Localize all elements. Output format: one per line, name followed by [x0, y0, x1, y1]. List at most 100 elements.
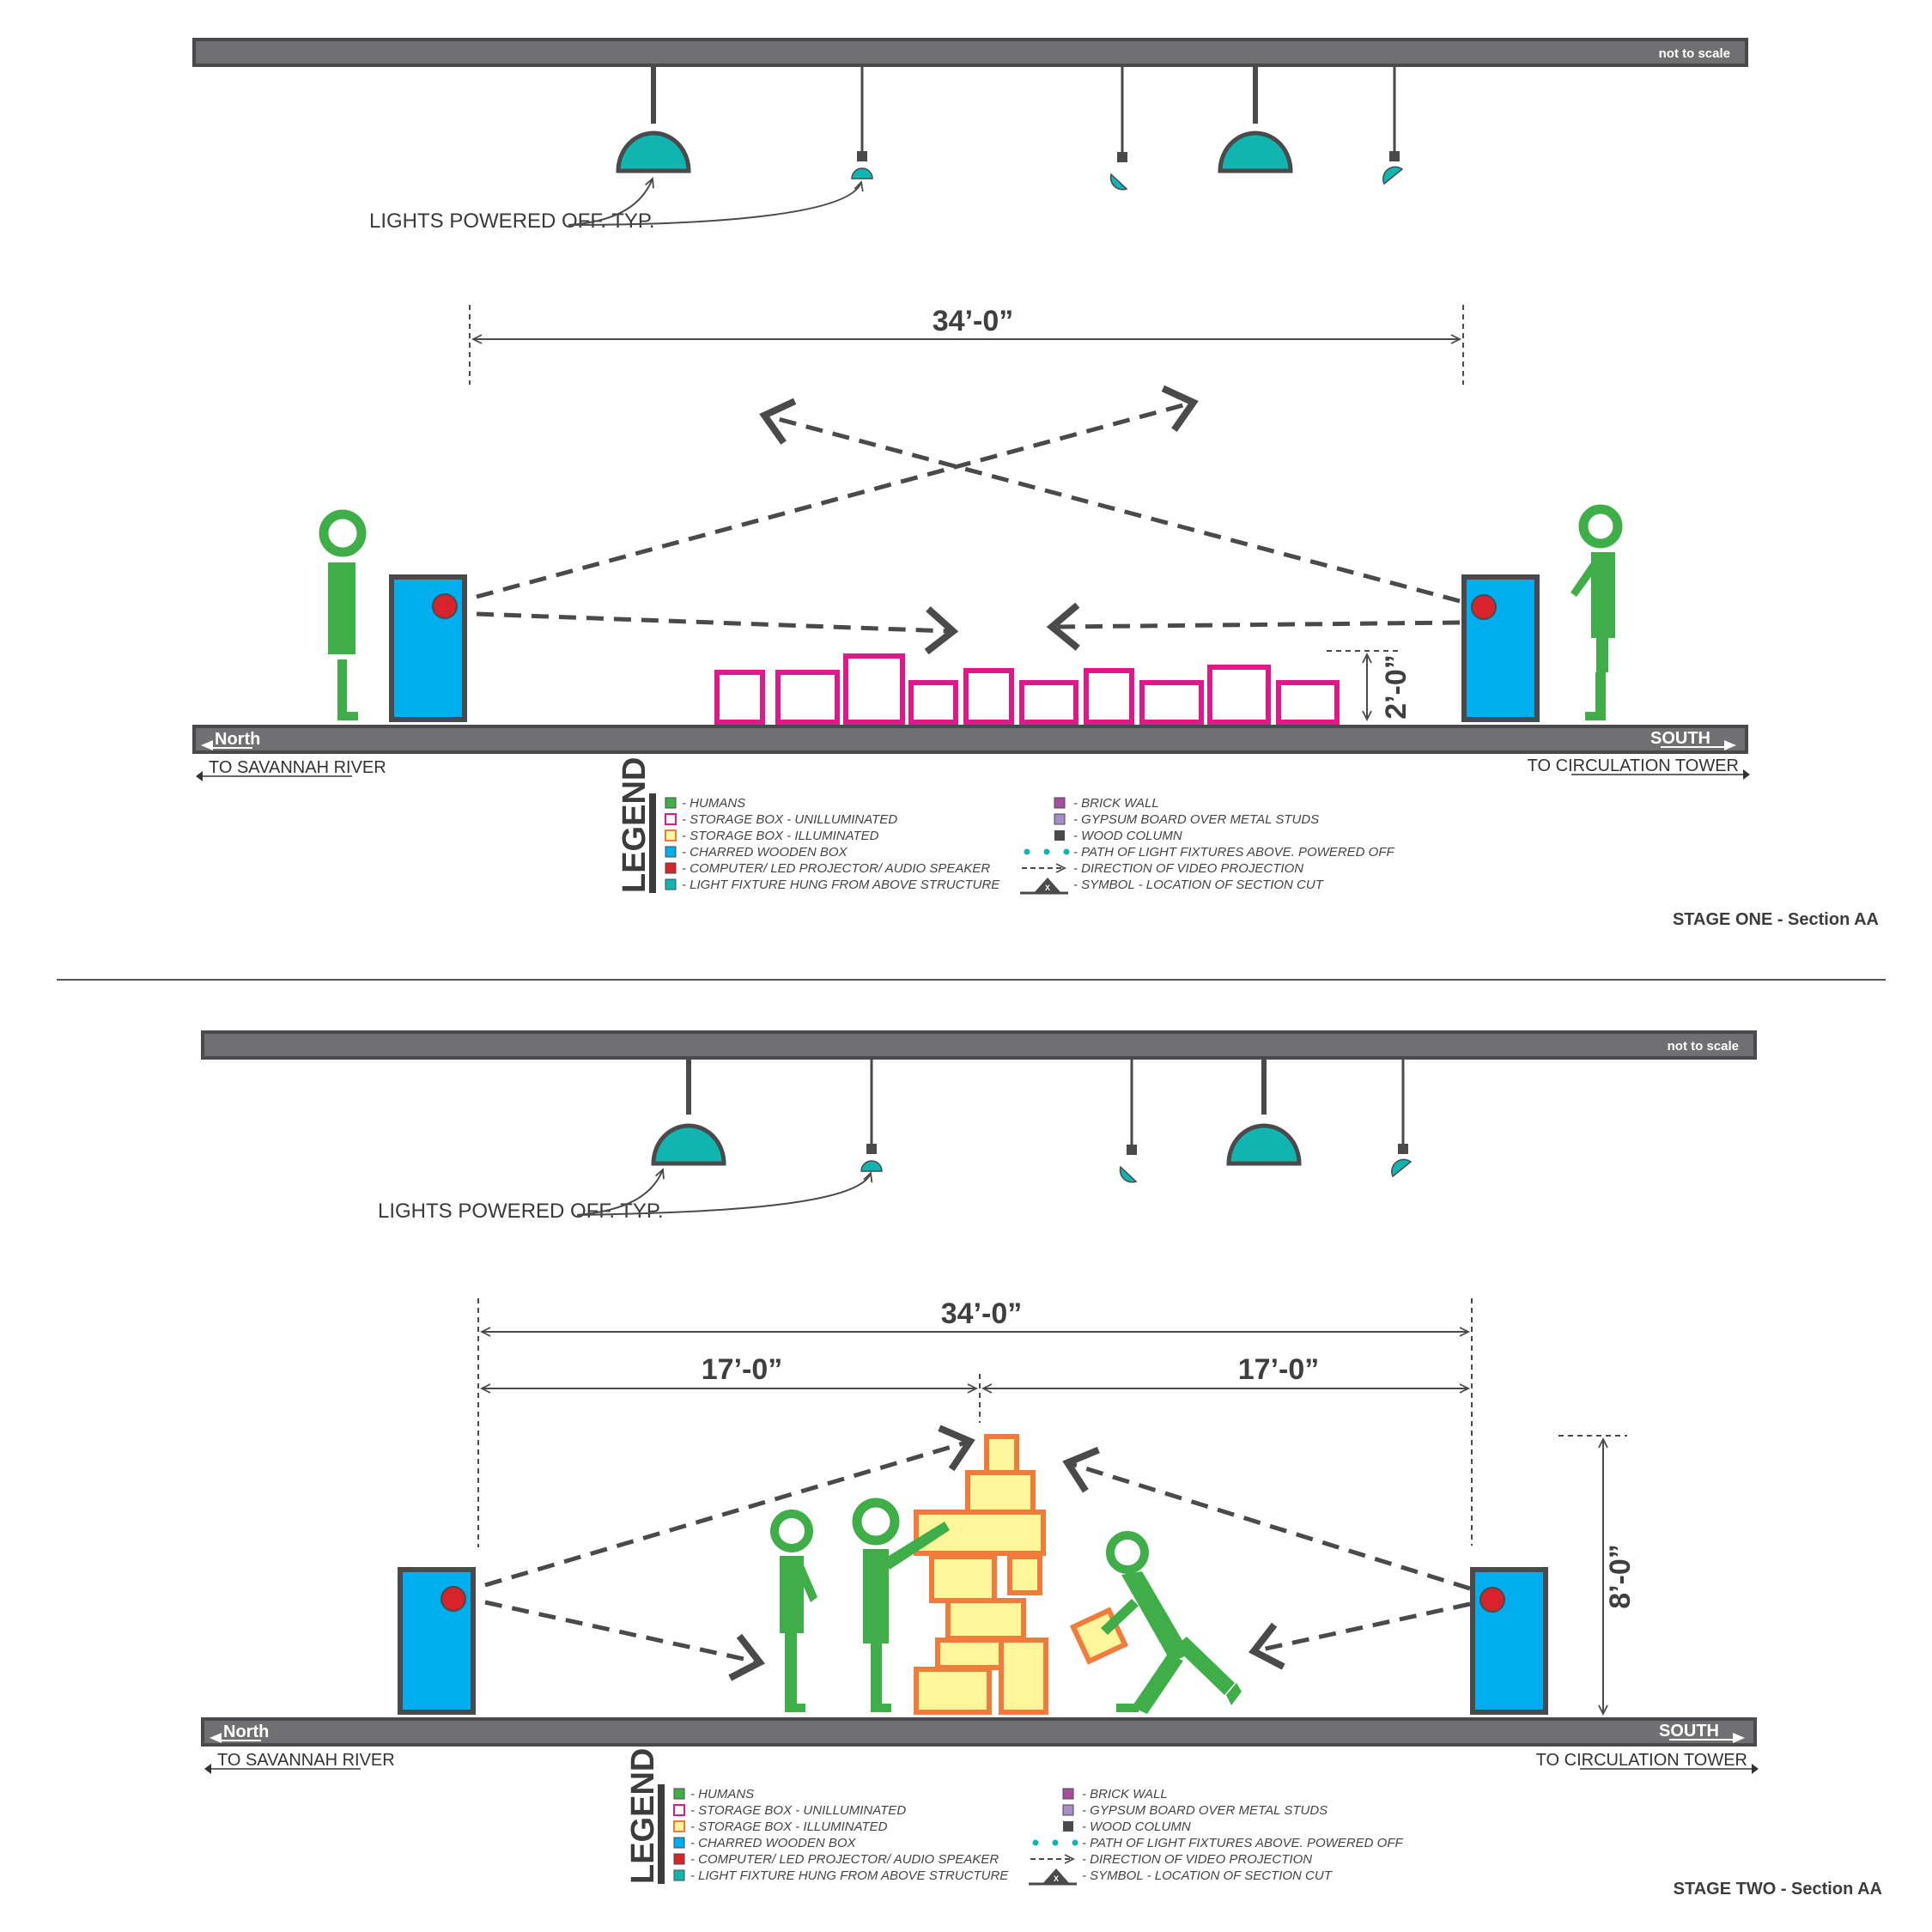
legend-item: - DIRECTION OF VIDEO PROJECTION	[1082, 1852, 1312, 1867]
legend-item: - GYPSUM BOARD OVER METAL STUDS	[1082, 1803, 1327, 1818]
legend-item: - DIRECTION OF VIDEO PROJECTION	[1073, 861, 1303, 876]
human-figure	[1101, 1531, 1242, 1714]
storage-box	[714, 670, 765, 725]
stage-two-section: not to scale LIGHTS POWERED OFF. TYP. 34…	[201, 1030, 1882, 1899]
storage-box	[775, 670, 840, 725]
ceiling-beam	[192, 38, 1748, 67]
stage-one-section: not to scale LIGHTS POWERED OFF. TYP.	[192, 38, 1879, 929]
light-fixtures	[651, 1058, 1413, 1183]
legend-item: - BRICK WALL	[1073, 796, 1159, 811]
legend: LEGEND - HUMANS - STORAGE BOX - UNILLUMI…	[617, 757, 1394, 895]
south-label: SOUTH	[1659, 1722, 1719, 1741]
north-destination: TO SAVANNAH RIVER	[217, 1751, 395, 1770]
legend-item: - STORAGE BOX - ILLUMINATED	[682, 829, 879, 843]
storage-box	[929, 1554, 997, 1603]
legend-item: - STORAGE BOX - UNILLUMINATED	[682, 812, 897, 827]
storage-box	[984, 1434, 1019, 1475]
storage-box	[914, 1667, 992, 1715]
legend-item: - WOOD COLUMN	[1073, 829, 1182, 843]
legend-item: - HUMANS	[682, 796, 745, 811]
legend-item: - LIGHT FIXTURE HUNG FROM ABOVE STRUCTUR…	[682, 878, 1000, 892]
spot-lamp-icon	[851, 167, 873, 179]
legend-swatch-charred-box	[673, 1837, 685, 1849]
human-figure	[852, 1498, 950, 1712]
legend-swatch-storage-unlit	[665, 813, 677, 825]
legend-swatch-storage-lit	[665, 829, 677, 841]
storage-boxes-unilluminated	[714, 653, 1340, 725]
ceiling-beam	[201, 1030, 1757, 1060]
legend-item: - BRICK WALL	[1082, 1787, 1168, 1801]
storage-box	[935, 1637, 1006, 1670]
stage-one-title: STAGE ONE - Section AA	[1673, 910, 1879, 929]
south-destination: TO CIRCULATION TOWER	[1536, 1751, 1747, 1770]
section-cut-symbol-icon: X	[1020, 878, 1068, 895]
section-cut-symbol-icon: X	[1029, 1868, 1077, 1886]
south-destination: TO CIRCULATION TOWER	[1528, 756, 1739, 775]
video-projection-paths	[484, 1425, 1471, 1681]
span-dimension: 34’-0”	[469, 305, 1464, 385]
legend-item: - WOOD COLUMN	[1082, 1820, 1191, 1834]
north-label: North	[223, 1722, 269, 1741]
legend-item: - CHARRED WOODEN BOX	[682, 845, 848, 860]
storage-box	[1019, 680, 1078, 725]
dome-lamp-icon	[1218, 131, 1293, 173]
legend-item: - CHARRED WOODEN BOX	[690, 1836, 857, 1850]
scale-note: not to scale	[1668, 1039, 1739, 1054]
video-projection-paths	[476, 385, 1461, 655]
human-figure	[770, 1510, 817, 1712]
legend-item: - SYMBOL - LOCATION OF SECTION CUT	[1082, 1868, 1334, 1883]
projector-dot-icon	[432, 593, 458, 619]
projector-dot-icon	[1471, 594, 1497, 620]
span-dimension-label: 34’-0”	[941, 1297, 1023, 1330]
spot-lamp-icon	[1109, 173, 1128, 191]
legend-swatch-wood-column	[1063, 1821, 1073, 1832]
legend-heading: LEGEND	[625, 1748, 661, 1884]
half-dimension-left: 17’-0”	[702, 1353, 783, 1386]
legend-item: - PATH OF LIGHT FIXTURES ABOVE. POWERED …	[1073, 845, 1394, 860]
spot-lamp-icon	[1382, 166, 1404, 185]
legend-swatch-charred-box	[665, 846, 677, 858]
legend: LEGEND - HUMANS - STORAGE BOX - UNILLUMI…	[625, 1748, 1403, 1886]
legend-light-path-dots	[1032, 1839, 1078, 1846]
light-fixtures	[616, 65, 1404, 191]
legend-item: - LIGHT FIXTURE HUNG FROM ABOVE STRUCTUR…	[690, 1868, 1009, 1883]
north-destination: TO SAVANNAH RIVER	[209, 758, 386, 777]
span-dimension: 34’-0” 17’-0” 17’-0”	[477, 1297, 1473, 1547]
legend-item: - PATH OF LIGHT FIXTURES ABOVE. POWERED …	[1082, 1836, 1403, 1850]
height-dimension: 2’-0”	[1327, 650, 1413, 720]
storage-box	[843, 653, 905, 725]
height-dimension-label: 8’-0”	[1604, 1544, 1637, 1609]
legend-swatch-brick-wall	[1062, 1788, 1074, 1800]
legend-swatch-projector	[665, 862, 677, 874]
storage-box	[1276, 680, 1340, 725]
lights-callout: LIGHTS POWERED OFF. TYP.	[378, 1200, 664, 1223]
dome-lamp-icon	[1226, 1123, 1302, 1166]
storage-box	[908, 680, 958, 725]
height-dimension-label: 2’-0”	[1380, 654, 1413, 720]
legend-item: - SYMBOL - LOCATION OF SECTION CUT	[1073, 878, 1325, 892]
projector-dot-icon	[440, 1586, 466, 1612]
legend-swatch-storage-unlit	[673, 1804, 685, 1816]
dome-lamp-icon	[651, 1123, 726, 1166]
lights-callout: LIGHTS POWERED OFF. TYP.	[369, 210, 655, 233]
legend-swatch-light-fixture	[665, 878, 677, 890]
legend-swatch-wood-column	[1054, 830, 1065, 841]
projector-dot-icon	[1479, 1587, 1505, 1613]
legend-swatch-gypsum	[1062, 1804, 1074, 1816]
legend-item: - HUMANS	[690, 1787, 754, 1801]
legend-swatch-storage-lit	[673, 1820, 685, 1832]
legend-light-path-dots	[1024, 848, 1070, 855]
floor-slab	[201, 1717, 1757, 1747]
legend-swatch-gypsum	[1054, 813, 1066, 825]
storage-box	[963, 668, 1014, 725]
span-dimension-label: 34’-0”	[933, 305, 1014, 337]
legend-item: - GYPSUM BOARD OVER METAL STUDS	[1073, 812, 1319, 827]
storage-box	[1207, 665, 1271, 725]
spot-lamp-icon	[1391, 1158, 1413, 1178]
human-figure	[1571, 504, 1623, 720]
svg-text:X: X	[1045, 884, 1050, 892]
south-label: SOUTH	[1650, 729, 1710, 748]
half-dimension-right: 17’-0”	[1238, 1353, 1320, 1386]
legend-swatch-light-fixture	[673, 1869, 685, 1881]
